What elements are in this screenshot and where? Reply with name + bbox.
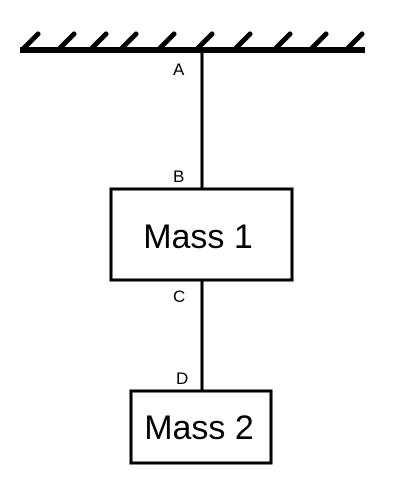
mass-2-label: Mass 2 xyxy=(144,409,254,447)
point-a-label: A xyxy=(173,60,185,79)
ceiling-hatching xyxy=(21,31,365,51)
ceiling-support xyxy=(20,31,365,53)
point-c-label: C xyxy=(173,287,185,306)
mass-1-box xyxy=(109,187,294,282)
mass-2-box xyxy=(129,389,273,465)
point-b-label: B xyxy=(173,167,184,186)
mass-1-label: Mass 1 xyxy=(143,218,253,256)
point-d-label: D xyxy=(176,369,188,388)
